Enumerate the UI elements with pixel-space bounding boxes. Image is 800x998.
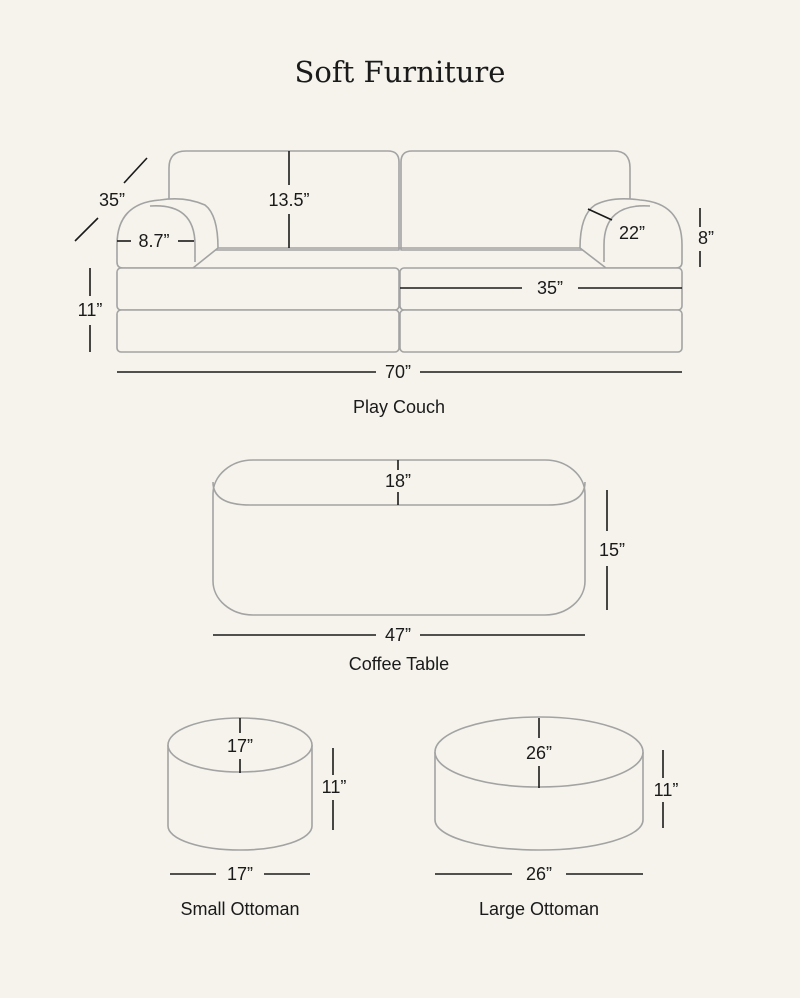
small-ottoman-width-label: 17” (227, 864, 253, 884)
couch-lower-cushion-left (116, 309, 400, 353)
coffee-table-body (212, 459, 586, 616)
couch-arm-width-label: 8.7” (138, 231, 169, 251)
small-ottoman-caption: Small Ottoman (180, 899, 299, 919)
coffee-table-depth-label: 18” (385, 471, 411, 491)
couch-arm-length-label: 22” (619, 223, 645, 243)
large-ottoman-depth-label: 26” (526, 743, 552, 763)
play-couch: 35” 8.7” 13.5” 22” 8” 11” 35” 70” Play C… (74, 150, 714, 417)
small-ottoman-body (167, 745, 313, 851)
small-ottoman-height-label: 11” (322, 777, 347, 797)
couch-caption: Play Couch (353, 397, 445, 417)
coffee-table-caption: Coffee Table (349, 654, 449, 674)
couch-lower-cushion-right (399, 309, 683, 353)
couch-back-right (400, 150, 631, 251)
coffee-table: 18” 15” 47” Coffee Table (212, 459, 625, 674)
couch-right-arm-face (603, 205, 651, 262)
small-ottoman: 17” 11” 17” Small Ottoman (167, 717, 347, 919)
coffee-table-height-label: 15” (599, 540, 625, 560)
large-ottoman-caption: Large Ottoman (479, 899, 599, 919)
small-ottoman-depth-label: 17” (227, 736, 253, 756)
page-title: Soft Furniture (295, 55, 506, 89)
couch-depth-label: 35” (99, 190, 125, 210)
coffee-table-width-label: 47” (385, 625, 411, 645)
couch-back-height-label: 13.5” (268, 190, 309, 210)
coffee-table-top-edge (212, 481, 586, 506)
couch-back-left (168, 150, 400, 251)
couch-upper-cushion-left (116, 267, 400, 311)
large-ottoman: 26” 11” 26” Large Ottoman (434, 716, 679, 919)
large-ottoman-width-label: 26” (526, 864, 552, 884)
couch-total-width-label: 70” (385, 362, 411, 382)
couch-left-arm-face (149, 205, 196, 262)
couch-base-height-label: 11” (78, 300, 103, 320)
large-ottoman-height-label: 11” (654, 780, 679, 800)
couch-arm-height-label: 8” (698, 228, 714, 248)
couch-half-width-label: 35” (537, 278, 563, 298)
